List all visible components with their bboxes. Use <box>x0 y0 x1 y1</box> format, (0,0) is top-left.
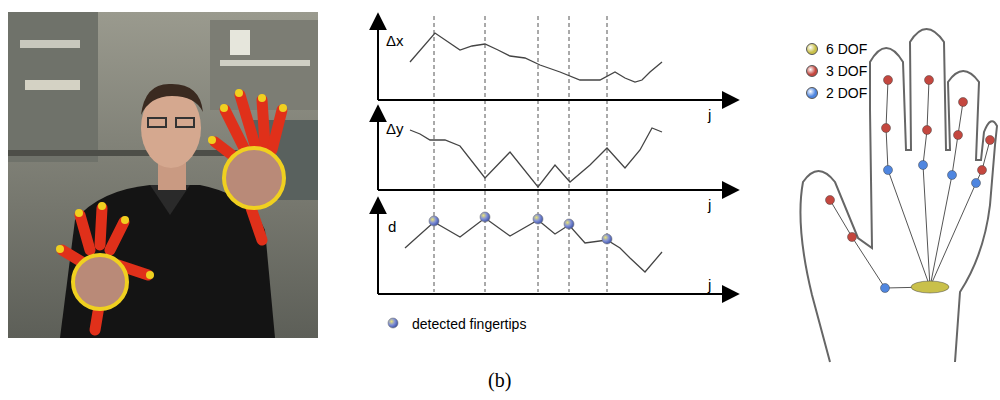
hand-joints <box>826 76 995 294</box>
hand-skeleton <box>830 80 990 288</box>
axis-label: j <box>708 197 711 212</box>
plot-axes <box>378 14 738 294</box>
axis-label: j <box>708 277 711 292</box>
axis-label: j <box>708 107 711 122</box>
figure-caption: (b) <box>488 370 511 390</box>
signal-curves <box>405 33 662 272</box>
legend-swatch <box>806 87 818 99</box>
legend-text: 6 DOF <box>826 42 867 56</box>
legend-text: 3 DOF <box>826 64 867 78</box>
legend-swatch <box>806 65 818 77</box>
legend-text: 2 DOF <box>826 86 867 100</box>
photo <box>8 12 318 338</box>
axis-label: d <box>388 219 396 234</box>
legend-swatch <box>806 43 818 55</box>
legend-text: detected fingertips <box>412 317 526 331</box>
fingertip-markers <box>388 212 612 328</box>
axis-label: Δx <box>386 33 404 48</box>
hand-outline <box>800 29 997 362</box>
axis-label: Δy <box>386 121 404 136</box>
